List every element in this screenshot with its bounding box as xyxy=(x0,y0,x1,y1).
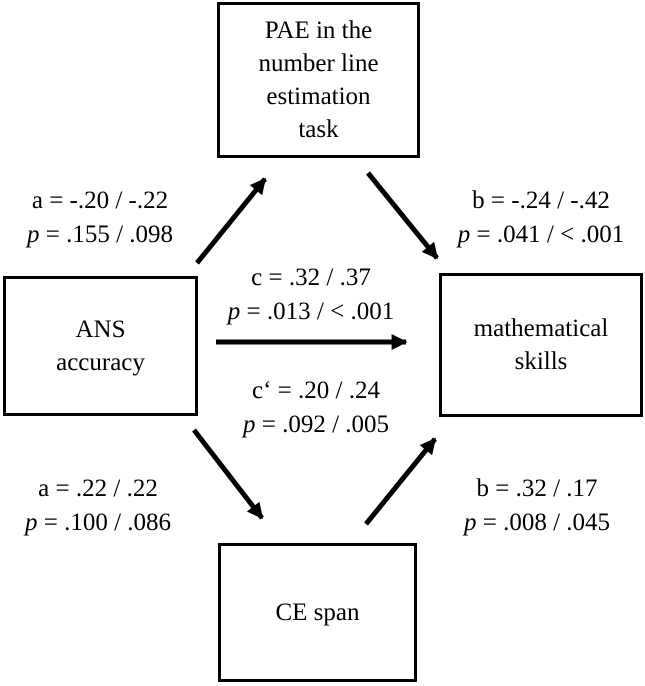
p-line: p = .100 / .086 xyxy=(0,506,196,540)
coef-line: c‘ = .20 / .24 xyxy=(252,377,380,404)
coef-line: b = .32 / .17 xyxy=(476,475,598,502)
node-ce-span: CE span xyxy=(218,543,417,682)
p-value: = .100 / .086 xyxy=(37,509,172,536)
path-label-b-ce: b = .32 / .17 p = .008 / .045 xyxy=(432,472,642,540)
node-mathematical-skills: mathematical skills xyxy=(439,273,643,417)
path-label-c-total: c = .32 / .37 p = .013 / < .001 xyxy=(191,261,431,329)
arrow-ans-to-pae xyxy=(195,177,267,265)
p-line: p = .008 / .045 xyxy=(432,506,642,540)
p-symbol: p xyxy=(24,509,38,536)
path-label-b-pae: b = -.24 / -.42 p = .041 / < .001 xyxy=(437,184,645,252)
p-value: = .041 / < .001 xyxy=(470,221,625,248)
node-ans-accuracy: ANS accuracy xyxy=(3,276,198,416)
coef-line: a = -.20 / -.22 xyxy=(31,187,169,214)
p-value: = .013 / < .001 xyxy=(240,298,395,325)
p-symbol: p xyxy=(457,221,471,248)
p-value: = .155 / .098 xyxy=(39,221,174,248)
p-value: = .092 / .005 xyxy=(255,411,390,438)
arrow-pae-to-math xyxy=(366,171,439,260)
p-line: p = .092 / .005 xyxy=(196,408,436,442)
p-symbol: p xyxy=(26,221,40,248)
path-label-a-ce: a = .22 / .22 p = .100 / .086 xyxy=(0,472,196,540)
arrow-ce-to-math xyxy=(364,437,437,526)
p-line: p = .155 / .098 xyxy=(0,218,200,252)
path-label-a-pae: a = -.20 / -.22 p = .155 / .098 xyxy=(0,184,200,252)
p-symbol: p xyxy=(227,298,241,325)
node-pae: PAE in the number line estimation task xyxy=(217,2,420,158)
path-label-c-prime: c‘ = .20 / .24 p = .092 / .005 xyxy=(196,374,436,442)
p-line: p = .041 / < .001 xyxy=(437,218,645,252)
node-ans-accuracy-label: ANS accuracy xyxy=(56,316,145,376)
arrow-ans-to-ce xyxy=(192,428,264,520)
coef-line: b = -.24 / -.42 xyxy=(472,187,610,214)
node-mathematical-skills-label: mathematical skills xyxy=(473,315,609,375)
p-symbol: p xyxy=(463,509,477,536)
p-value: = .008 / .045 xyxy=(476,509,611,536)
p-line: p = .013 / < .001 xyxy=(191,295,431,329)
coef-line: c = .32 / .37 xyxy=(251,264,371,291)
node-ce-span-label: CE span xyxy=(275,599,360,626)
p-symbol: p xyxy=(242,411,256,438)
coef-line: a = .22 / .22 xyxy=(38,475,158,502)
node-pae-label: PAE in the number line estimation task xyxy=(258,17,379,143)
